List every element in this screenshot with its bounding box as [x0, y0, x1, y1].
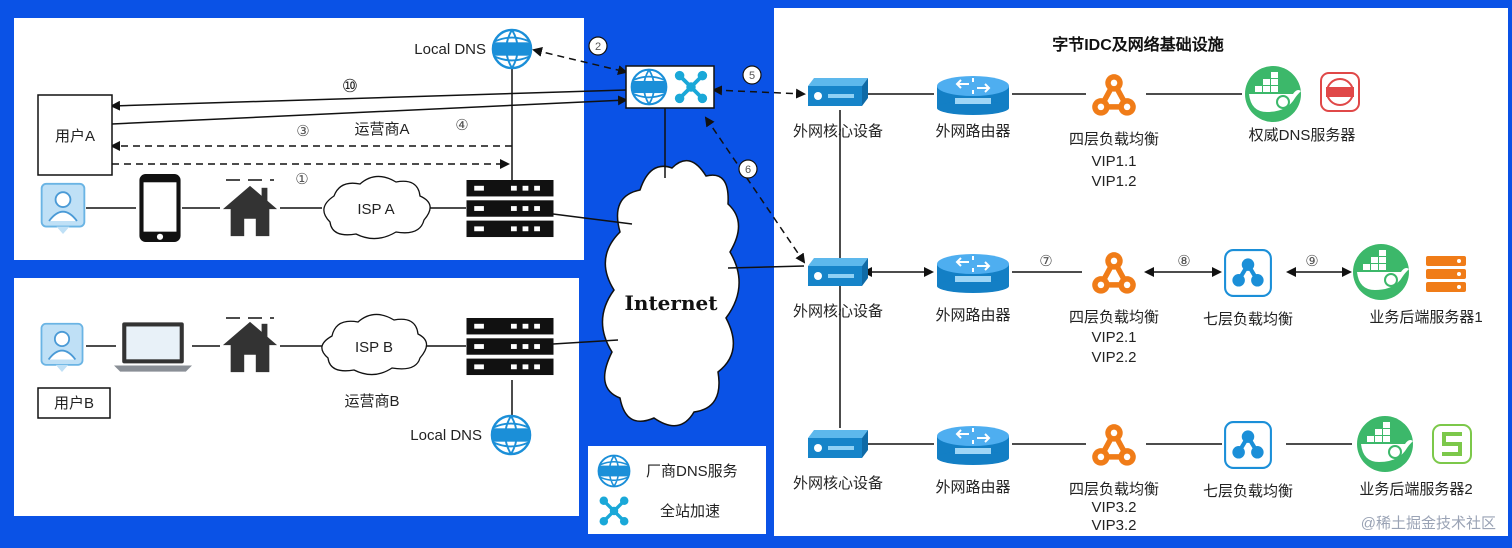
legend-accel-label: 全站加速	[660, 502, 720, 520]
step-2: 2	[595, 41, 601, 53]
isp-a-label: ISP A	[357, 201, 394, 218]
row3-router-icon	[935, 424, 1011, 466]
watermark: @稀土掘金技术社区	[1361, 515, 1496, 532]
user-a-avatar-icon	[40, 182, 86, 234]
hub-links	[511, 62, 666, 420]
row3-l4-label: 四层负载均衡	[1069, 481, 1159, 498]
row2-core-switch-icon	[808, 258, 868, 286]
legend-dns-label: 厂商DNS服务	[646, 463, 738, 480]
isp-b-cloud	[321, 313, 428, 376]
user-b-avatar-icon	[40, 322, 84, 372]
local-dns-b-icon	[490, 414, 532, 456]
step-7: ⑦	[1039, 253, 1052, 270]
row1-l4-label: 四层负载均衡	[1069, 131, 1159, 148]
row2-router-icon	[935, 252, 1011, 294]
row1-router-label: 外网路由器	[935, 123, 1010, 140]
local-dns-a-icon	[491, 28, 533, 70]
row2-l7-lb-icon	[1225, 250, 1271, 296]
user-b-box	[37, 387, 111, 419]
row1-core-switch-icon	[808, 78, 868, 106]
row2-server-label: 业务后端服务器1	[1369, 309, 1482, 326]
local-dns-b-label: Local DNS	[410, 427, 482, 444]
hub-dns-icon	[630, 68, 668, 106]
authoritative-dns-icon	[1320, 72, 1360, 112]
step-3: ③	[296, 123, 309, 140]
row3-router-label: 外网路由器	[935, 479, 1010, 496]
carrier-a-label: 运营商A	[354, 121, 409, 138]
step-circles	[588, 36, 762, 179]
row1-core-label: 外网核心设备	[793, 123, 883, 140]
row3-vip2: VIP3.2	[1091, 517, 1136, 534]
step-8: ⑧	[1177, 253, 1190, 270]
server-b-icon	[466, 318, 554, 376]
row3-docker-icon	[1355, 414, 1415, 474]
server-a-icon	[466, 180, 554, 238]
step-6: 6	[745, 164, 751, 176]
phone-icon	[139, 174, 181, 242]
row2-router-label: 外网路由器	[935, 307, 1010, 324]
user-b-label: 用户B	[54, 395, 94, 412]
row1-docker-icon	[1243, 64, 1303, 124]
internet-label: Internet	[625, 291, 719, 315]
row3-core-switch-icon	[808, 430, 868, 458]
row3-vip1: VIP3.2	[1091, 499, 1136, 516]
user-a-label: 用户A	[55, 128, 95, 145]
dashed-arrows	[532, 46, 806, 264]
row2-docker-icon	[1351, 242, 1411, 302]
step-9: ⑨	[1305, 253, 1318, 270]
row1-vip1: VIP1.1	[1091, 153, 1136, 170]
user-a-flows	[110, 89, 628, 169]
row1-dns-label: 权威DNS服务器	[1249, 127, 1356, 144]
row2-l4-label: 四层负载均衡	[1069, 309, 1159, 326]
carrier-b-label: 运营商B	[344, 393, 399, 410]
row2-vip2: VIP2.2	[1091, 349, 1136, 366]
idc-title: 字节IDC及网络基础设施	[1052, 35, 1224, 54]
isp-a-cloud	[323, 175, 431, 240]
user-a-box	[37, 94, 113, 176]
row1-router-icon	[935, 74, 1011, 116]
row3-core-label: 外网核心设备	[793, 475, 883, 492]
step-1: ①	[295, 171, 308, 188]
backend1-server-icon	[1426, 256, 1466, 292]
step-5: 5	[749, 70, 755, 82]
local-dns-a-label: Local DNS	[414, 41, 486, 58]
step-4: ④	[455, 117, 468, 134]
row3-server-label: 业务后端服务器2	[1359, 481, 1472, 498]
row2-core-label: 外网核心设备	[793, 303, 883, 320]
backend2-app-icon	[1432, 424, 1472, 464]
row3-l7-label: 七层负载均衡	[1203, 483, 1293, 500]
row3-l7-lb-icon	[1225, 422, 1271, 468]
row2-vip1: VIP2.1	[1091, 329, 1136, 346]
row2-l7-label: 七层负载均衡	[1203, 311, 1293, 328]
step-10: ⑩	[342, 76, 358, 96]
row1-vip2: VIP1.2	[1091, 173, 1136, 190]
legend-dns-icon	[597, 454, 631, 488]
isp-b-label: ISP B	[355, 339, 393, 356]
